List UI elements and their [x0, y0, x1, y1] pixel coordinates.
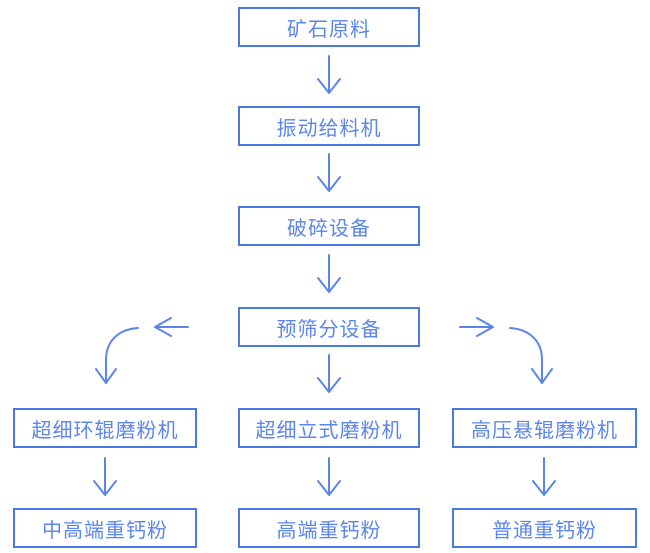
arrow-right-icon	[459, 317, 494, 337]
arrow-down-icon	[317, 55, 341, 94]
node-ore-material: 矿石原料	[238, 7, 420, 47]
arrow-down-icon	[532, 457, 556, 496]
node-crushing-equipment: 破碎设备	[238, 206, 420, 246]
node-mid-high-end-calcium-powder: 中高端重钙粉	[13, 508, 197, 548]
node-high-pressure-suspension-roller-mill: 高压悬辊磨粉机	[452, 408, 637, 448]
arrow-down-icon	[317, 153, 341, 192]
arrow-left-icon	[154, 317, 189, 337]
node-high-end-calcium-powder: 高端重钙粉	[238, 508, 420, 548]
node-vibrating-feeder: 振动给料机	[238, 106, 420, 146]
node-ultrafine-vertical-mill: 超细立式磨粉机	[238, 408, 420, 448]
node-ordinary-calcium-powder: 普通重钙粉	[452, 508, 637, 548]
node-pre-screening-equipment: 预筛分设备	[238, 307, 420, 347]
arrow-down-icon	[317, 457, 341, 496]
arrow-down-icon	[317, 254, 341, 293]
curved-arrow-down-right-icon	[509, 327, 553, 384]
arrow-down-icon	[317, 354, 341, 393]
node-ultrafine-ring-roller-mill: 超细环辊磨粉机	[13, 408, 197, 448]
curved-arrow-down-left-icon	[95, 327, 139, 384]
arrow-down-icon	[93, 457, 117, 496]
